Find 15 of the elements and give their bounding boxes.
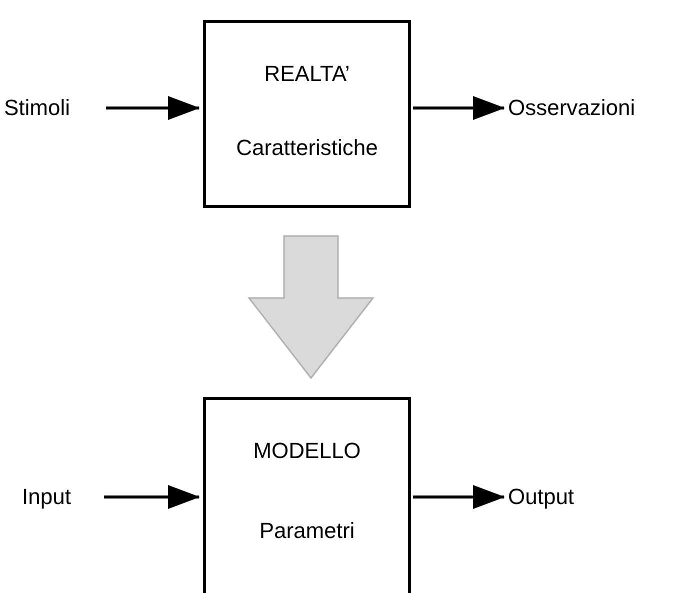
box-title: MODELLO	[253, 437, 361, 465]
arrow	[106, 96, 200, 120]
signal-label: Output	[508, 483, 574, 511]
block-arrow	[247, 235, 375, 380]
signal-label: Input	[22, 483, 71, 511]
box-text: Parametri	[259, 517, 355, 545]
arrow	[413, 485, 505, 509]
arrow	[413, 96, 505, 120]
arrow	[104, 485, 200, 509]
process-box	[203, 20, 411, 208]
signal-label: Osservazioni	[508, 94, 636, 122]
process-box	[203, 397, 411, 593]
box-text: Caratteristiche	[236, 134, 378, 162]
signal-label: Stimoli	[4, 94, 70, 122]
box-title: REALTA’	[264, 60, 350, 88]
